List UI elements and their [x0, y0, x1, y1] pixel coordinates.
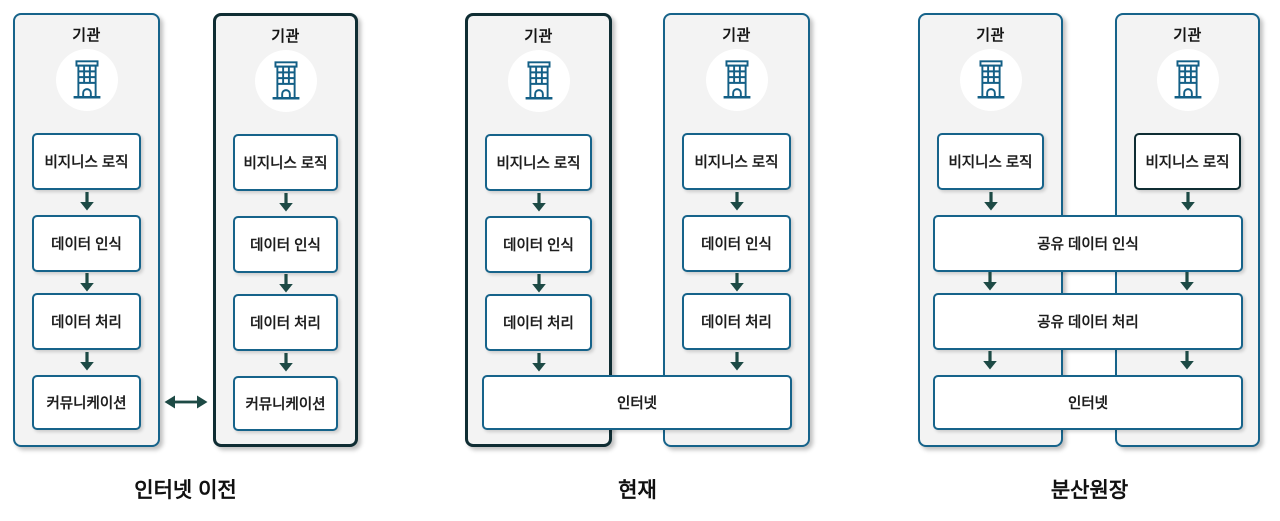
- process-box: 커뮤니케이션: [32, 375, 141, 430]
- down-arrow-icon: [982, 272, 998, 292]
- down-arrow-icon: [79, 273, 95, 293]
- building-icon: [523, 61, 554, 100]
- down-arrow-icon: [729, 273, 745, 293]
- down-arrow-icon: [1179, 272, 1195, 292]
- panel-title: 기관: [976, 27, 1005, 44]
- icon-circle: [705, 49, 768, 111]
- process-box-highlighted: 비지니스 로직: [1134, 133, 1241, 190]
- icon-circle: [254, 50, 317, 112]
- down-arrow-icon: [531, 353, 547, 373]
- institution-panel-highlighted: 기관 비지니스 로직 데이터 인식 데이터 처리 커뮤니케이션: [213, 13, 358, 447]
- institution-panel-highlighted: 기관 비지니스 로직 데이터 인식 데이터 처리: [465, 13, 612, 447]
- process-box: 커뮤니케이션: [233, 376, 338, 431]
- section-caption-pre-internet: 인터넷 이전: [134, 479, 237, 502]
- panel-title: 기관: [271, 28, 300, 45]
- shared-internet-box: 인터넷: [482, 375, 792, 430]
- process-box: 데이터 인식: [485, 216, 592, 273]
- down-arrow-icon: [982, 351, 998, 371]
- process-box: 데이터 인식: [682, 215, 791, 272]
- icon-circle: [959, 49, 1022, 111]
- process-box: 비지니스 로직: [937, 133, 1044, 190]
- down-arrow-icon: [1179, 351, 1195, 371]
- process-box: 비지니스 로직: [485, 134, 592, 191]
- building-icon: [270, 61, 301, 100]
- panel-title: 기관: [1173, 27, 1202, 44]
- down-arrow-icon: [729, 192, 745, 212]
- down-arrow-icon: [278, 274, 294, 294]
- process-box: 데이터 처리: [233, 294, 338, 351]
- process-box: 데이터 인식: [32, 215, 141, 272]
- building-icon: [71, 60, 102, 99]
- institution-panel: 기관 비지니스 로직 데이터 인식 데이터 처리: [663, 13, 810, 447]
- process-box: 비지니스 로직: [32, 133, 141, 190]
- down-arrow-icon: [531, 193, 547, 213]
- down-arrow-icon: [278, 353, 294, 373]
- process-box: 비지니스 로직: [682, 133, 791, 190]
- panel-title: 기관: [524, 28, 553, 45]
- icon-circle: [1156, 49, 1219, 111]
- icon-circle: [507, 50, 570, 112]
- process-box: 비지니스 로직: [233, 134, 338, 191]
- process-box: 데이터 처리: [485, 294, 592, 351]
- shared-data-recognition-box: 공유 데이터 인식: [933, 215, 1243, 272]
- panel-title: 기관: [722, 27, 751, 44]
- section-caption-distributed-ledger: 분산원장: [1050, 479, 1129, 502]
- panel-title: 기관: [72, 27, 101, 44]
- section-caption-present: 현재: [618, 479, 657, 502]
- down-arrow-icon: [531, 274, 547, 294]
- building-icon: [975, 60, 1006, 99]
- institution-panel: 기관 비지니스 로직 데이터 인식 데이터 처리 커뮤니케이션: [13, 13, 160, 447]
- process-box: 데이터 처리: [682, 293, 791, 350]
- down-arrow-icon: [1180, 192, 1196, 212]
- process-box: 데이터 처리: [32, 293, 141, 350]
- icon-circle: [55, 49, 118, 111]
- building-icon: [721, 60, 752, 99]
- building-icon: [1172, 60, 1203, 99]
- down-arrow-icon: [79, 192, 95, 212]
- shared-internet-box: 인터넷: [933, 375, 1243, 430]
- down-arrow-icon: [79, 352, 95, 372]
- down-arrow-icon: [278, 193, 294, 213]
- process-box: 데이터 인식: [233, 216, 338, 273]
- shared-data-processing-box: 공유 데이터 처리: [933, 293, 1243, 350]
- down-arrow-icon: [983, 192, 999, 212]
- bidirectional-arrow-icon: [164, 394, 208, 410]
- down-arrow-icon: [729, 352, 745, 372]
